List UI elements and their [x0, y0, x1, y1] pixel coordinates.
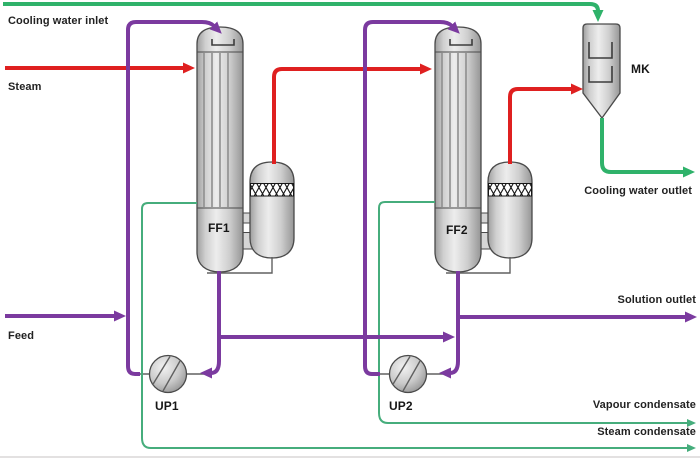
ff2-suction-line [439, 271, 460, 379]
ff1-tag: FF1 [208, 221, 230, 235]
pump-up1-symbol [137, 354, 204, 394]
steam-label: Steam [8, 81, 42, 93]
cooling-water-outlet-line [600, 118, 695, 178]
ff2-distributor [449, 39, 473, 46]
cooling-water-inlet-line [3, 2, 604, 22]
mk-body [582, 23, 621, 120]
evaporator-ff1-symbol [196, 26, 295, 273]
up2-tag: UP2 [389, 399, 413, 413]
mk-baffle-lower [588, 66, 613, 83]
ff2-tubes [441, 53, 467, 207]
ff2-vapour-neck [477, 213, 491, 223]
ff2-separator-drain-line [446, 257, 511, 274]
pump-up2-symbol [377, 354, 443, 394]
up2-riser-line [363, 20, 460, 376]
cooling-water-outlet-label: Cooling water outlet [584, 185, 692, 197]
cooling-water-inlet-label: Cooling water inlet [8, 15, 109, 27]
ff1-separator [249, 161, 295, 259]
ff1-vapour-neck [239, 213, 253, 223]
ff1-separator-drain-line [207, 257, 273, 274]
steam-condensate-line [141, 202, 696, 452]
up1-tag: UP1 [155, 399, 179, 413]
ff1-distributor [211, 39, 235, 46]
vapour-condensate-line [378, 201, 696, 427]
evaporator-ff2-symbol [434, 26, 533, 273]
mk-tag: MK [631, 62, 650, 76]
mk-baffle-upper [588, 42, 613, 59]
vapour-condensate-label: Vapour condensate [592, 399, 696, 411]
ff1-tubes [203, 53, 229, 207]
solution-outlet-label: Solution outlet [617, 294, 696, 306]
ff2-tag: FF2 [446, 223, 468, 237]
feed-label: Feed [8, 330, 35, 342]
steam-condensate-label: Steam condensate [597, 426, 696, 438]
ff1-vapour-to-ff2-line [272, 63, 432, 164]
ff1-suction-line [200, 271, 221, 379]
condenser-mk-symbol [582, 23, 621, 120]
ff2-separator [487, 161, 533, 259]
up1-riser-line [126, 20, 222, 376]
ff2-vapour-to-mk-line [508, 83, 583, 164]
